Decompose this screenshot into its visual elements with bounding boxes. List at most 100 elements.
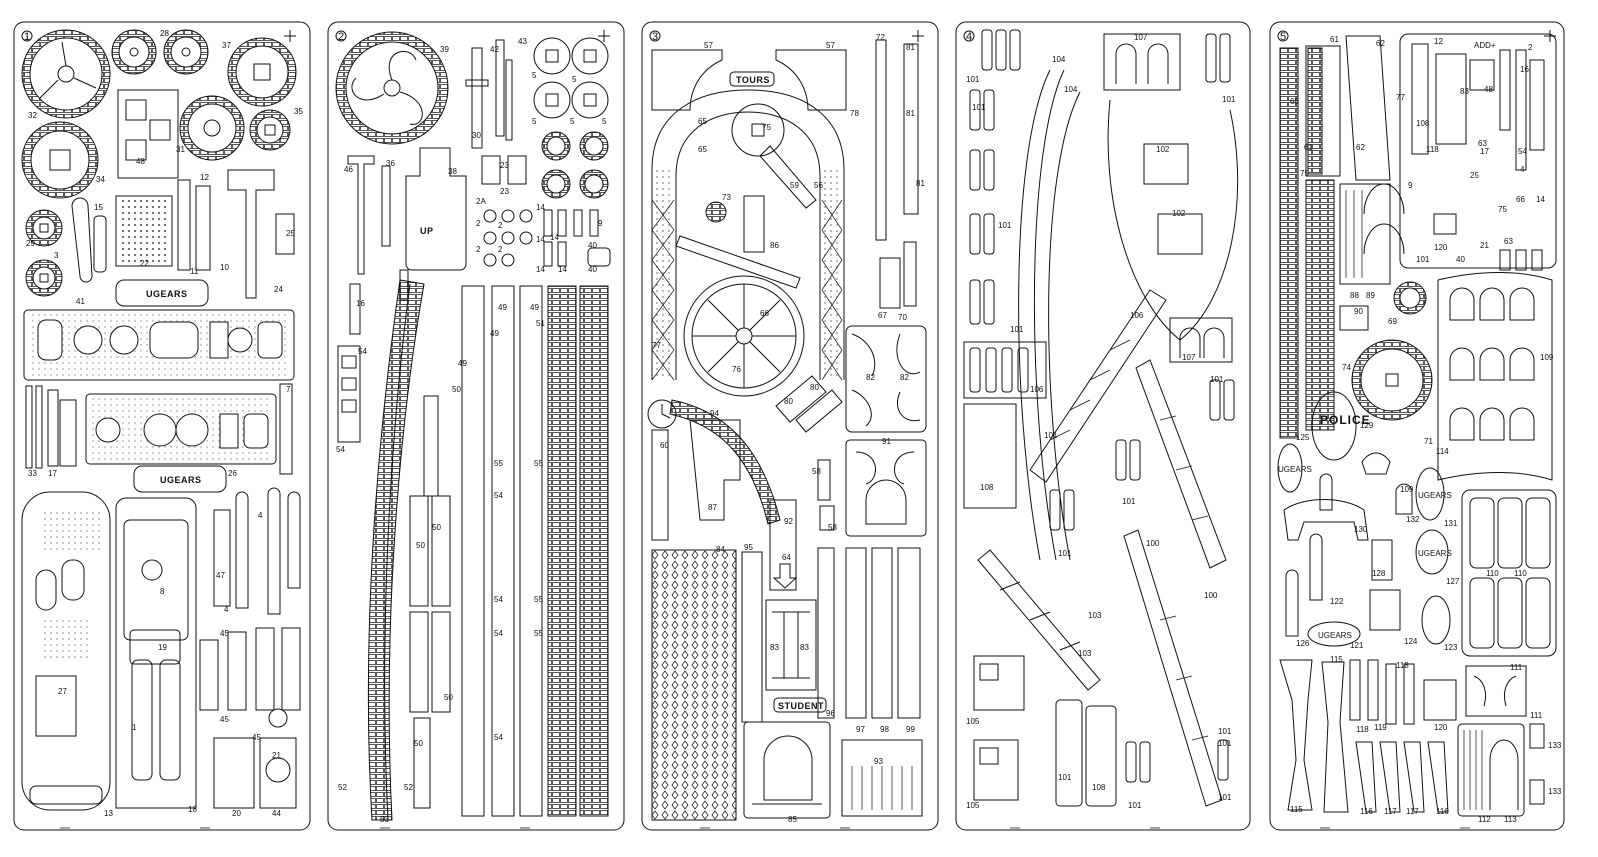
parts-96-99 [817, 547, 921, 719]
label: 15 [94, 203, 103, 212]
label: 75 [1498, 205, 1507, 214]
part-108-lower [1055, 699, 1229, 807]
label: 101 [972, 103, 986, 112]
label: 59 [790, 181, 799, 190]
rail-49 [461, 285, 543, 817]
label: 101 [1218, 739, 1232, 748]
label: 117 [1384, 807, 1397, 816]
label: 95 [744, 543, 753, 552]
part-72 [875, 39, 887, 241]
label: 2 [498, 221, 503, 230]
label: 81 [906, 109, 915, 118]
label: 79 [1300, 169, 1309, 178]
label: 50 [444, 693, 453, 702]
rail-teeth-55 [579, 285, 609, 817]
label: 89 [1366, 291, 1375, 300]
label: 55 [534, 459, 543, 468]
part-4a [235, 487, 301, 615]
part-48 [117, 89, 179, 179]
label: 61 [1330, 35, 1339, 44]
label: 54 [494, 629, 503, 638]
part-47 [213, 509, 231, 607]
label: 43 [518, 37, 527, 46]
label: 120 [1434, 723, 1448, 732]
brand-text: POLICE [1320, 413, 1371, 427]
label: 88 [1350, 291, 1359, 300]
label: 52 [338, 783, 347, 792]
label: 73 [722, 193, 731, 202]
part-45a [199, 627, 301, 711]
sheet-number: 3 [652, 31, 658, 43]
label: 103 [1078, 649, 1092, 658]
label: 112 [1478, 815, 1491, 824]
label: 53 [380, 815, 389, 824]
part-110 [1461, 489, 1557, 657]
bar-long [675, 235, 801, 289]
label: 104 [1064, 85, 1078, 94]
label: 48 [136, 157, 145, 166]
curved-rack-52 [384, 283, 411, 821]
sheet-number-marker [21, 30, 33, 42]
label: 60 [660, 441, 669, 450]
label: 49 [498, 303, 507, 312]
label: 38 [448, 167, 457, 176]
label: 10 [220, 263, 229, 272]
sheet-3: 3 57 57 TOURS 65 65 75 78 73 59 56 86 [641, 21, 939, 831]
label: 124 [1404, 637, 1418, 646]
label: 101 [1044, 431, 1058, 440]
part-54-left [337, 345, 361, 443]
label: 57 [826, 41, 835, 50]
label: 122 [1330, 597, 1344, 606]
label: 100 [1146, 539, 1160, 548]
label: 116 [1360, 807, 1373, 816]
label: 67 [878, 311, 887, 320]
label: 101 [1058, 549, 1072, 558]
crank-59 [731, 103, 817, 209]
label: 103 [1088, 611, 1102, 620]
label: 100 [1204, 591, 1218, 600]
label: 33 [28, 469, 37, 478]
label: 46 [344, 165, 353, 174]
gear-39 [335, 31, 449, 145]
label: 17 [48, 469, 57, 478]
brand-text: TOURS [736, 75, 770, 85]
label: 126 [1296, 639, 1310, 648]
gear-74 [1351, 339, 1433, 421]
part-85 [743, 721, 831, 819]
label: 19 [158, 643, 167, 652]
label: 90 [1354, 307, 1363, 316]
label: 116 [1436, 807, 1449, 816]
label: 74 [1342, 363, 1351, 372]
label: ADD+ [1474, 41, 1496, 50]
label: 133 [1548, 787, 1562, 796]
disc-set-5 [533, 37, 609, 119]
label: 61 [1304, 143, 1313, 152]
arc-104a [1018, 69, 1051, 561]
label: 56 [814, 181, 823, 190]
label: 14 [550, 233, 559, 242]
label: 68 [1290, 97, 1299, 106]
label: 64 [782, 553, 791, 562]
part-22 [115, 195, 173, 267]
label: 121 [1350, 641, 1364, 650]
label: 2 [476, 245, 481, 254]
oval-123 [1421, 595, 1451, 645]
part-57-right [775, 49, 847, 111]
label: 123 [1444, 643, 1458, 652]
label: 40 [588, 241, 597, 250]
figure-horse-130 [1283, 473, 1369, 541]
label: 117 [1406, 807, 1419, 816]
label: 118 [1426, 145, 1439, 154]
part-87 [689, 419, 741, 521]
label: 21 [272, 751, 281, 760]
sheet-4-outline [955, 21, 1251, 831]
part-120 [1433, 213, 1457, 235]
label: 80 [810, 383, 819, 392]
arch-107-top [1103, 33, 1181, 91]
label: 25 [286, 229, 295, 238]
label: 12 [200, 173, 209, 182]
label: 29 [26, 239, 35, 248]
sheet-5: 5 68 61 62 61 62 79 12 ADD+ 2 77 83 48 1… [1269, 21, 1565, 831]
label: 77 [652, 341, 661, 350]
